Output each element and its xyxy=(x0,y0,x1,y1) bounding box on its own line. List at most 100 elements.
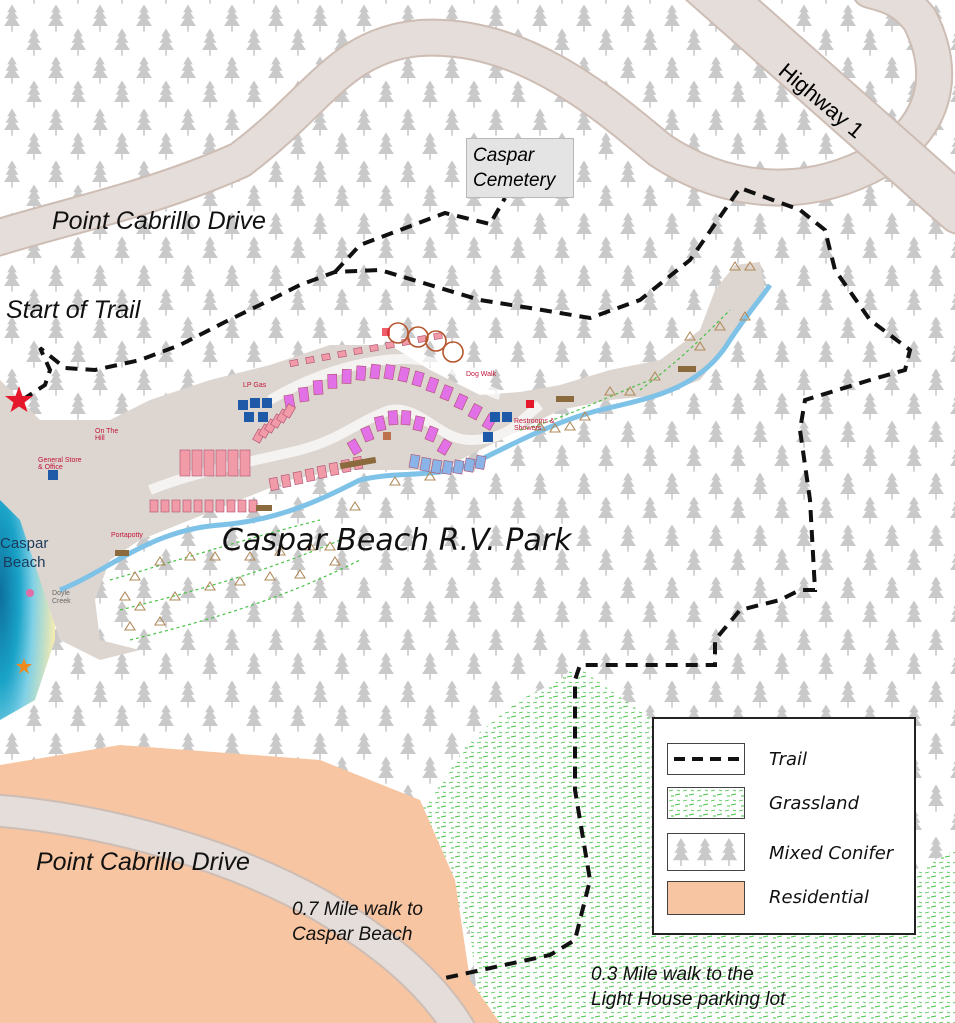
tent-site xyxy=(324,540,336,551)
rv-site xyxy=(204,499,214,513)
rv-site xyxy=(474,454,487,470)
tent-site xyxy=(349,500,361,511)
rv-site xyxy=(453,393,469,411)
legend-item-residential: Residential xyxy=(654,881,914,915)
tent-site xyxy=(154,615,166,626)
rv-site xyxy=(215,449,227,477)
rv-site xyxy=(412,415,426,432)
trail-swatch xyxy=(667,743,745,775)
cemetery-label: Caspar Cemetery xyxy=(466,138,574,198)
rv-site xyxy=(298,386,310,403)
bridges xyxy=(115,366,696,556)
tent-site xyxy=(424,470,436,481)
legend-item-grassland: Grassland xyxy=(654,787,914,821)
road-label-south: Point Cabrillo Drive xyxy=(36,848,250,876)
tent-site xyxy=(304,540,316,551)
rv-site xyxy=(424,425,439,443)
tent-site xyxy=(744,260,756,271)
map-legend: Trail Grassland Mixed Conifer Residentia… xyxy=(652,717,916,935)
tent-site xyxy=(184,550,196,561)
legend-label: Mixed Conifer xyxy=(769,843,894,864)
rv-site xyxy=(193,499,203,513)
cemetery-spur-trail xyxy=(333,197,507,274)
rv-site xyxy=(191,449,203,477)
residential-swatch xyxy=(667,881,745,915)
tent-site xyxy=(264,570,276,581)
portapotty-label: Portapotty xyxy=(111,532,143,539)
rv-site xyxy=(397,366,411,383)
rv-site xyxy=(439,384,454,402)
rv-site xyxy=(149,499,159,513)
rv-site xyxy=(305,356,315,364)
tent-site xyxy=(694,340,706,351)
rv-site xyxy=(419,456,432,472)
rv-site xyxy=(353,347,363,355)
tent-site xyxy=(134,600,146,611)
rv-site xyxy=(227,449,239,477)
tent-site xyxy=(579,410,591,421)
rv-site xyxy=(433,332,443,340)
park-grounds xyxy=(0,262,765,660)
legend-label: Grassland xyxy=(769,793,859,814)
rv-site xyxy=(341,369,352,384)
rv-site xyxy=(182,499,192,513)
beach-marker xyxy=(26,589,34,597)
rv-site xyxy=(369,344,379,352)
rv-site xyxy=(441,459,454,476)
rv-site xyxy=(383,363,396,381)
rv-site xyxy=(425,376,440,394)
tent-site xyxy=(739,310,751,321)
rv-site xyxy=(346,438,363,456)
rv-site xyxy=(385,341,395,349)
tent-site xyxy=(649,370,661,381)
tent-site xyxy=(274,545,286,556)
trail-path xyxy=(20,185,913,980)
rv-sites xyxy=(149,332,498,513)
rv-site xyxy=(436,438,453,456)
tent-site xyxy=(534,420,546,431)
on-the-hill-label: On The Hill xyxy=(95,428,119,442)
rv-site xyxy=(328,462,340,476)
tent-site xyxy=(129,570,141,581)
legend-label: Trail xyxy=(769,749,808,770)
rv-site xyxy=(237,499,247,513)
tent-site xyxy=(119,590,131,601)
rv-site xyxy=(400,410,412,426)
rv-site xyxy=(467,402,483,421)
tent-site xyxy=(204,580,216,591)
rv-site xyxy=(226,499,236,513)
rv-site xyxy=(463,457,476,473)
walk-beach-label: 0.7 Mile walk to Caspar Beach xyxy=(292,899,423,945)
walk-lighthouse-label: 0.3 Mile walk to the Light House parking… xyxy=(591,964,786,1010)
conifer-swatch xyxy=(667,833,745,871)
legend-item-conifer: Mixed Conifer xyxy=(654,833,914,871)
rv-site xyxy=(355,365,367,381)
tent-site xyxy=(549,422,561,433)
rv-site xyxy=(430,459,443,475)
tent-site xyxy=(604,385,616,396)
rv-site xyxy=(316,465,328,479)
rv-site xyxy=(239,449,251,477)
legend-label: Residential xyxy=(769,887,869,908)
beach-star-marker xyxy=(16,658,32,674)
rv-site xyxy=(452,459,465,475)
rv-site xyxy=(282,403,296,419)
group-sites xyxy=(387,322,464,363)
rv-site xyxy=(304,468,316,482)
rv-site xyxy=(321,353,331,361)
rv-site xyxy=(411,370,425,388)
rv-site xyxy=(417,335,427,343)
rv-site xyxy=(280,474,292,488)
trail-start-label: Start of Trail xyxy=(6,296,141,324)
general-store-label: General Store & Office xyxy=(38,457,82,471)
tent-site xyxy=(209,550,221,561)
tent-site xyxy=(169,590,181,601)
legend-item-trail: Trail xyxy=(654,743,914,777)
tent-site xyxy=(234,575,246,586)
tent-site xyxy=(389,475,401,486)
rv-site xyxy=(387,410,399,426)
rv-site xyxy=(337,350,347,358)
rv-site xyxy=(369,363,381,380)
